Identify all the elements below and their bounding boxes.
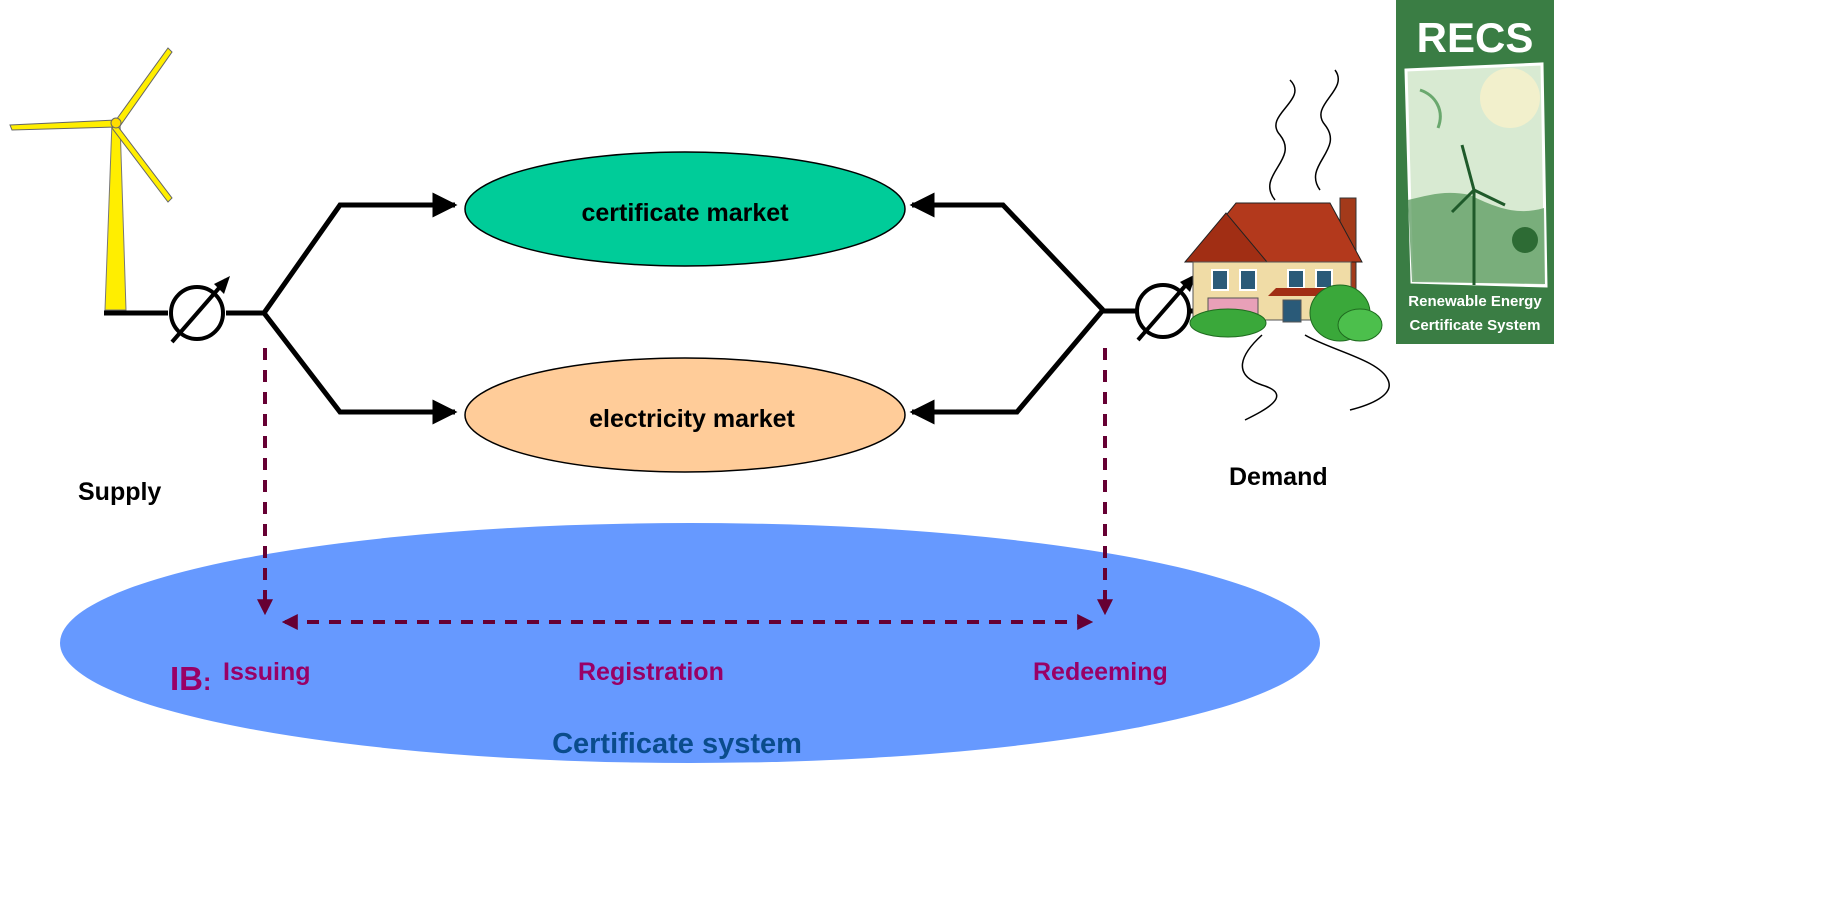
demand-label: Demand xyxy=(1229,463,1328,491)
recs-logo: RECS Renewable Energy Certificate System xyxy=(1396,0,1554,344)
certificate-system-title: Certificate system xyxy=(552,728,802,760)
issuing-label: Issuing xyxy=(223,658,311,686)
meter-icon xyxy=(1135,274,1196,342)
ib-prefix: IB xyxy=(170,660,203,697)
certificate-system-ellipse xyxy=(60,523,1320,763)
recs-brand: RECS xyxy=(1417,14,1534,61)
ib-label: IB: xyxy=(170,660,211,697)
recs-line2: Certificate System xyxy=(1410,317,1541,334)
redeeming-label: Redeeming xyxy=(1033,658,1168,686)
ib-colon: : xyxy=(203,668,211,696)
certificate-market-label: certificate market xyxy=(581,199,789,227)
recs-line1: Renewable Energy xyxy=(1408,293,1542,310)
registration-label: Registration xyxy=(578,658,724,686)
meter-icon xyxy=(169,276,230,344)
electricity-market-ellipse xyxy=(464,357,906,473)
wind-turbine-icon xyxy=(9,47,173,311)
house-icon xyxy=(1183,69,1390,421)
electricity-market-label: electricity market xyxy=(589,405,795,433)
supply-label: Supply xyxy=(78,478,161,506)
certificate-market-ellipse xyxy=(464,151,906,267)
